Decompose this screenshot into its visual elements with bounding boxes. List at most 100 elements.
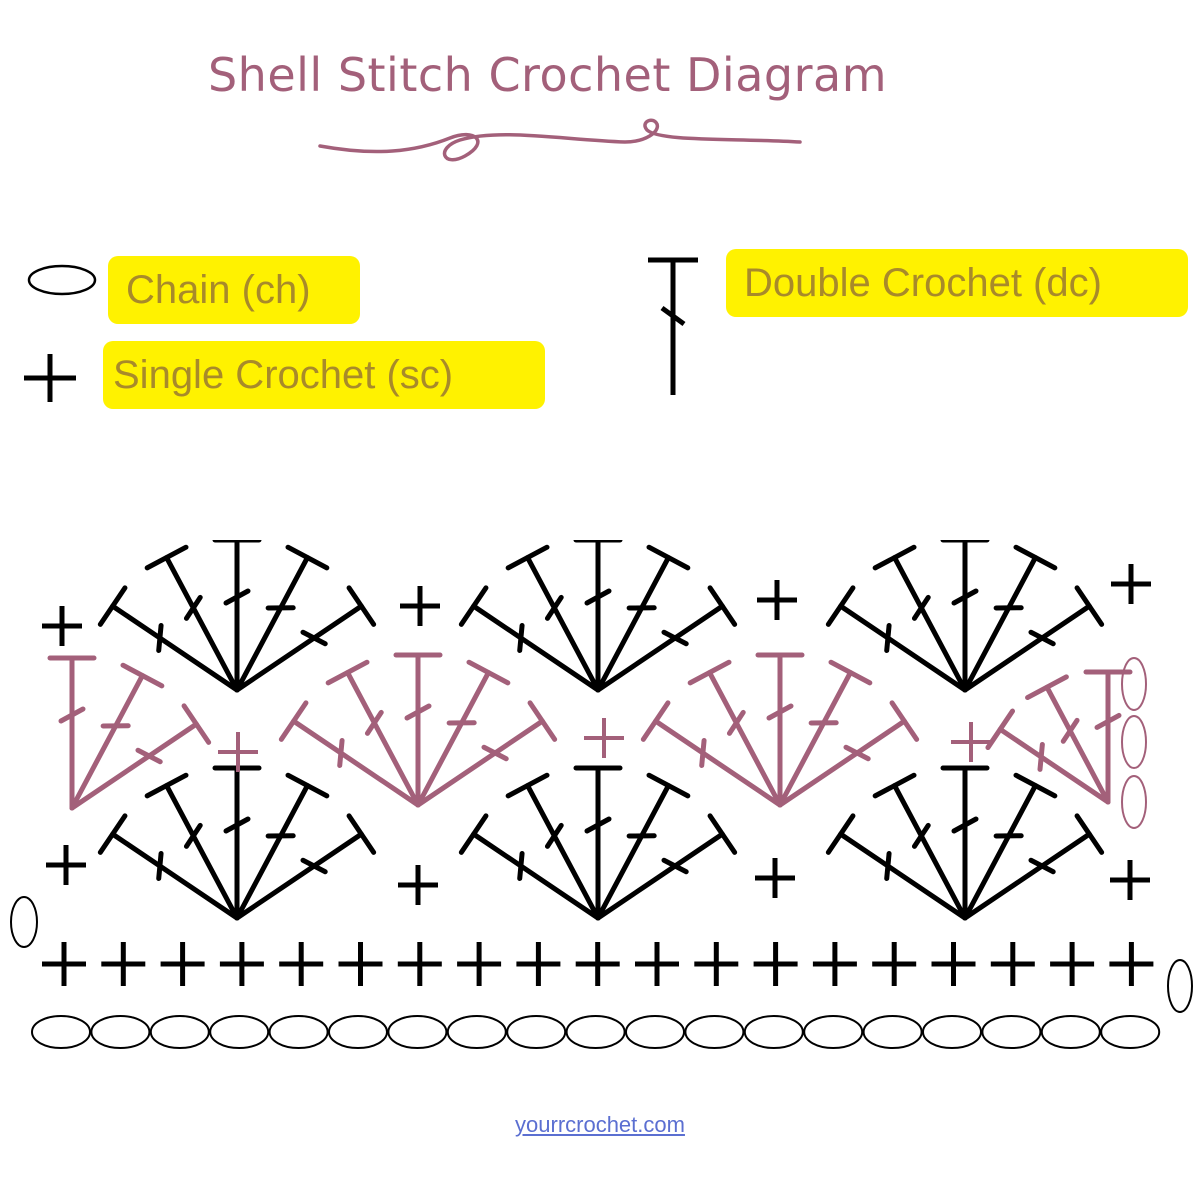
double-crochet-symbol <box>144 772 240 921</box>
double-crochet-symbol <box>97 813 240 921</box>
single-crochet-symbol <box>872 942 917 986</box>
double-crochet-symbol <box>1025 674 1111 805</box>
double-crochet-symbol <box>234 544 330 693</box>
decorative-swirl-icon <box>318 118 802 162</box>
chain-symbol <box>1167 959 1193 1013</box>
single-crochet-symbol <box>279 942 324 986</box>
double-crochet-symbol <box>962 544 1058 693</box>
chain-symbol <box>328 1015 388 1049</box>
single-crochet-symbol <box>398 865 438 905</box>
double-crochet-symbol <box>777 700 920 808</box>
single-crochet-symbol <box>931 942 976 986</box>
single-crochet-symbol <box>990 942 1035 986</box>
double-crochet-symbol <box>755 652 805 808</box>
single-crochet-symbol <box>338 942 383 986</box>
single-crochet-symbol <box>1109 942 1154 986</box>
single-crochet-symbol <box>812 942 857 986</box>
shell-stitch-chart <box>10 540 1193 1049</box>
single-crochet-symbol <box>400 586 440 626</box>
chain-symbol <box>1100 1015 1161 1049</box>
single-crochet-symbol <box>575 942 620 986</box>
legend-double-crochet-label: Double Crochet (dc) <box>726 249 1188 317</box>
plus-sign-icon <box>24 354 76 402</box>
chain-symbol <box>1040 1015 1101 1049</box>
chain-symbol <box>506 1015 567 1049</box>
double-crochet-symbol <box>777 659 873 808</box>
double-crochet-symbol <box>144 544 240 693</box>
chain-symbol <box>803 1015 864 1049</box>
single-crochet-symbol <box>397 942 442 986</box>
chain-symbol <box>1121 715 1147 769</box>
single-crochet-symbol <box>1111 564 1151 604</box>
single-crochet-symbol <box>219 942 264 986</box>
double-crochet-t-icon <box>648 257 698 395</box>
double-crochet-symbol <box>415 659 511 808</box>
chain-symbol <box>387 1015 448 1049</box>
chain-symbol <box>1121 775 1147 829</box>
double-crochet-symbol <box>940 765 990 921</box>
chain-symbol <box>981 1015 1042 1049</box>
chain-symbol <box>149 1015 210 1049</box>
chain-symbol <box>862 1015 923 1049</box>
chain-symbol <box>31 1015 91 1049</box>
chain-symbol <box>268 1015 329 1049</box>
double-crochet-symbol <box>962 772 1058 921</box>
single-crochet-symbol <box>753 942 798 986</box>
double-crochet-symbol <box>234 772 330 921</box>
double-crochet-symbol <box>234 813 377 921</box>
chain-symbol <box>625 1015 685 1049</box>
double-crochet-symbol <box>458 813 601 921</box>
single-crochet-symbol <box>584 718 624 758</box>
double-crochet-symbol <box>985 708 1111 805</box>
single-crochet-symbol <box>218 732 258 772</box>
double-crochet-symbol <box>505 772 601 921</box>
legend-single-crochet-label: Single Crochet (sc) <box>103 341 545 409</box>
double-crochet-symbol <box>825 585 968 693</box>
double-crochet-symbol <box>872 544 968 693</box>
double-crochet-symbol <box>415 700 558 808</box>
double-crochet-symbol <box>458 585 601 693</box>
legend-chain-label: Chain (ch) <box>108 256 360 324</box>
single-crochet-symbol <box>755 858 795 898</box>
chain-symbol <box>446 1015 507 1049</box>
single-crochet-symbol <box>635 942 679 986</box>
double-crochet-symbol <box>393 652 443 808</box>
double-crochet-symbol <box>47 655 97 811</box>
double-crochet-symbol <box>640 700 783 808</box>
double-crochet-symbol <box>825 813 968 921</box>
chain-symbol <box>743 1015 804 1049</box>
chain-oval-icon <box>27 264 97 296</box>
double-crochet-symbol <box>595 772 691 921</box>
chain-symbol <box>1121 657 1147 711</box>
double-crochet-symbol <box>573 765 623 921</box>
double-crochet-symbol <box>69 703 212 811</box>
single-crochet-symbol <box>160 942 205 986</box>
double-crochet-symbol <box>962 585 1105 693</box>
website-credit-link[interactable]: yourrcrochet.com <box>515 1112 685 1137</box>
double-crochet-symbol <box>962 813 1105 921</box>
chain-symbol <box>922 1015 982 1049</box>
double-crochet-symbol <box>234 585 377 693</box>
double-crochet-symbol <box>69 662 165 811</box>
single-crochet-symbol <box>694 942 739 986</box>
double-crochet-symbol <box>97 585 240 693</box>
single-crochet-symbol <box>46 845 86 885</box>
single-crochet-symbol <box>951 722 991 762</box>
double-crochet-symbol <box>573 540 623 693</box>
double-crochet-symbol <box>595 544 691 693</box>
single-crochet-symbol <box>42 942 86 986</box>
double-crochet-symbol <box>325 659 421 808</box>
double-crochet-symbol <box>687 659 783 808</box>
double-crochet-symbol <box>212 540 262 693</box>
double-crochet-symbol <box>595 585 738 693</box>
page-title: Shell Stitch Crochet Diagram <box>207 48 888 102</box>
chain-symbol <box>10 896 38 948</box>
double-crochet-symbol <box>505 544 601 693</box>
double-crochet-symbol <box>872 772 968 921</box>
single-crochet-symbol <box>516 942 561 986</box>
double-crochet-symbol <box>212 765 262 921</box>
double-crochet-symbol <box>595 813 738 921</box>
single-crochet-symbol <box>1050 942 1095 986</box>
single-crochet-symbol <box>101 942 146 986</box>
single-crochet-symbol <box>457 942 502 986</box>
